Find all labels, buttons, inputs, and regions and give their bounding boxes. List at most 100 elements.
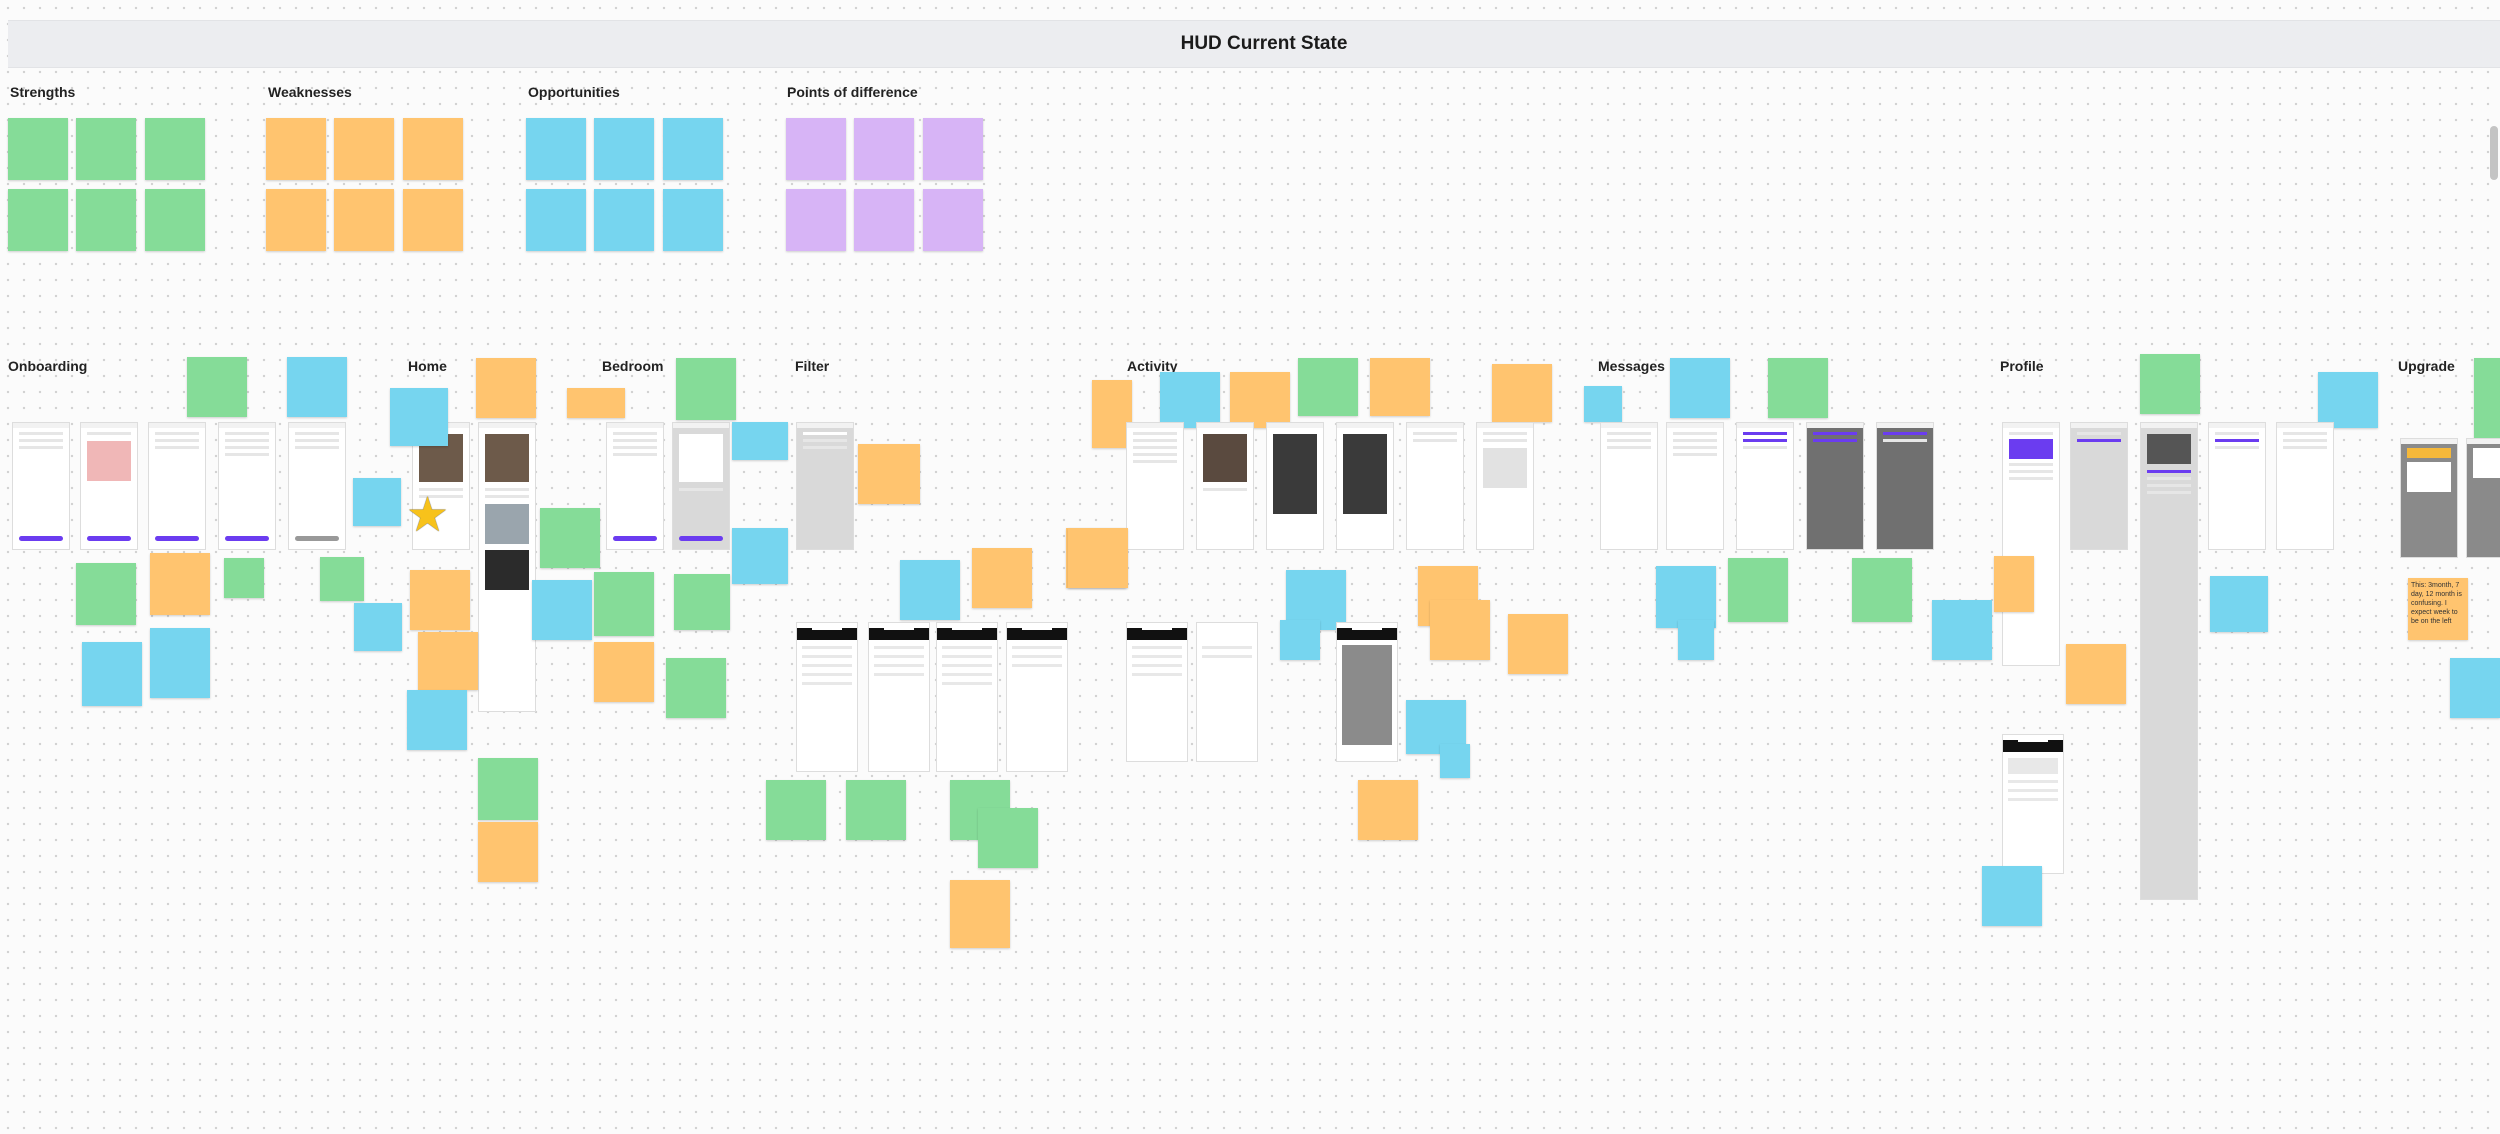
screen-thumbnail[interactable] [2400, 438, 2458, 558]
screen-thumbnail[interactable] [2070, 422, 2128, 550]
paid-version-screen[interactable] [1126, 622, 1188, 762]
screen-thumbnail[interactable] [2276, 422, 2334, 550]
sticky-note[interactable] [478, 758, 538, 820]
sticky-note[interactable] [266, 189, 326, 251]
sticky-note[interactable] [1430, 600, 1490, 660]
sticky-note[interactable] [666, 658, 726, 718]
sticky-note[interactable] [663, 189, 723, 251]
sticky-note[interactable] [532, 580, 592, 640]
sticky-note[interactable] [8, 118, 68, 180]
sticky-note[interactable] [978, 808, 1038, 868]
sticky-note[interactable] [858, 444, 920, 504]
sticky-note[interactable] [950, 880, 1010, 948]
sticky-note[interactable] [1508, 614, 1568, 674]
screen-thumbnail[interactable] [1876, 422, 1934, 550]
sticky-note[interactable] [2450, 658, 2500, 718]
screen-thumbnail[interactable] [218, 422, 276, 550]
screen-thumbnail[interactable] [148, 422, 206, 550]
sticky-note[interactable] [1298, 358, 1358, 416]
screen-thumbnail[interactable] [1666, 422, 1724, 550]
sticky-note[interactable] [2066, 644, 2126, 704]
sticky-note[interactable] [1768, 358, 1828, 418]
sticky-note[interactable] [732, 422, 788, 460]
sticky-note[interactable] [972, 548, 1032, 608]
sticky-note[interactable] [76, 563, 136, 625]
sticky-note[interactable] [1584, 386, 1622, 422]
screen-thumbnail[interactable] [1806, 422, 1864, 550]
sticky-note[interactable] [320, 557, 364, 601]
sticky-note[interactable] [1092, 380, 1132, 448]
sticky-note[interactable] [854, 118, 914, 180]
sticky-note[interactable] [1370, 358, 1430, 416]
screen-thumbnail[interactable] [1736, 422, 1794, 550]
sticky-note[interactable] [2140, 354, 2200, 414]
sticky-note[interactable] [732, 528, 788, 584]
screen-thumbnail[interactable] [1336, 422, 1394, 550]
sticky-note[interactable] [594, 642, 654, 702]
screen-thumbnail[interactable] [2466, 438, 2500, 558]
board-title-banner[interactable]: HUD Current State [8, 20, 2500, 68]
screen-thumbnail[interactable] [12, 422, 70, 550]
sticky-note[interactable] [224, 558, 264, 598]
sticky-note[interactable] [390, 388, 448, 446]
paid-version-screen[interactable] [868, 622, 930, 772]
sticky-note[interactable] [766, 780, 826, 840]
sticky-note[interactable] [674, 574, 730, 630]
sticky-note[interactable] [334, 118, 394, 180]
sticky-note[interactable] [1440, 744, 1470, 778]
sticky-note[interactable] [594, 189, 654, 251]
sticky-note[interactable] [846, 780, 906, 840]
sticky-note[interactable] [403, 189, 463, 251]
sticky-note[interactable] [287, 357, 347, 417]
sticky-note[interactable] [1670, 358, 1730, 418]
screen-thumbnail[interactable] [1196, 422, 1254, 550]
sticky-note[interactable] [2474, 358, 2500, 448]
sticky-note[interactable] [8, 189, 68, 251]
screen-thumbnail[interactable] [288, 422, 346, 550]
sticky-note[interactable] [526, 118, 586, 180]
sticky-note[interactable] [1982, 866, 2042, 926]
sticky-note[interactable] [1852, 558, 1912, 622]
sticky-note[interactable] [82, 642, 142, 706]
screen-thumbnail[interactable] [1266, 422, 1324, 550]
paid-version-screen[interactable] [1196, 622, 1258, 762]
sticky-note[interactable] [540, 508, 600, 568]
sticky-note[interactable] [567, 388, 625, 418]
sticky-note[interactable] [418, 632, 478, 690]
screen-thumbnail[interactable] [1126, 422, 1184, 550]
sticky-note[interactable] [1230, 372, 1290, 428]
sticky-note[interactable] [478, 822, 538, 882]
sticky-note[interactable] [854, 189, 914, 251]
sticky-note[interactable] [407, 690, 467, 750]
sticky-note[interactable] [786, 118, 846, 180]
sticky-note[interactable] [526, 189, 586, 251]
sticky-note[interactable] [594, 572, 654, 636]
screen-thumbnail[interactable] [672, 422, 730, 550]
sticky-note[interactable] [145, 189, 205, 251]
paid-version-screen[interactable] [936, 622, 998, 772]
sticky-note[interactable] [145, 118, 205, 180]
sticky-note[interactable] [594, 118, 654, 180]
sticky-note[interactable] [2318, 372, 2378, 428]
sticky-note[interactable] [266, 118, 326, 180]
screen-thumbnail[interactable] [606, 422, 664, 550]
sticky-note[interactable] [76, 118, 136, 180]
sticky-note[interactable] [410, 570, 470, 630]
sticky-note[interactable] [923, 118, 983, 180]
sticky-note[interactable] [900, 560, 960, 620]
sticky-note[interactable] [1068, 528, 1128, 588]
sticky-note[interactable] [150, 553, 210, 615]
sticky-note[interactable] [1678, 620, 1714, 660]
screen-thumbnail[interactable] [1406, 422, 1464, 550]
screen-thumbnail[interactable] [2002, 422, 2060, 666]
sticky-note[interactable] [1932, 600, 1992, 660]
sticky-note[interactable] [1280, 620, 1320, 660]
screen-thumbnail[interactable] [1600, 422, 1658, 550]
screen-thumbnail[interactable] [2208, 422, 2266, 550]
sticky-note[interactable] [403, 118, 463, 180]
sticky-note[interactable] [676, 358, 736, 420]
sticky-note[interactable] [2210, 576, 2268, 632]
sticky-note[interactable] [1492, 364, 1552, 422]
paid-version-screen[interactable] [2002, 734, 2064, 874]
sticky-note[interactable] [1160, 372, 1220, 428]
